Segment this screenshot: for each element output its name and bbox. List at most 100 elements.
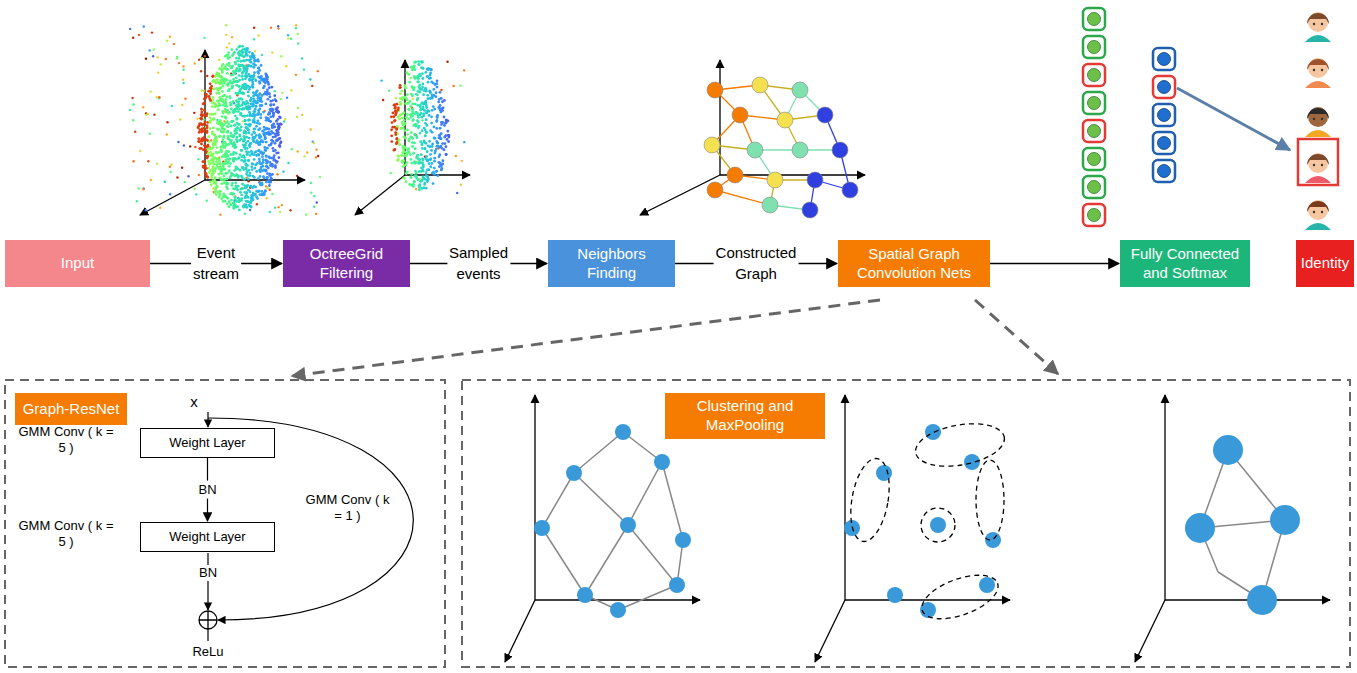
event-dot — [414, 147, 417, 150]
event-dot — [423, 183, 426, 186]
event-dot — [233, 169, 236, 172]
event-dot — [249, 105, 252, 108]
event-dot — [435, 120, 438, 123]
event-dot — [436, 79, 439, 82]
event-dot — [242, 107, 245, 110]
event-dot — [204, 165, 207, 168]
event-dot — [246, 84, 249, 87]
event-dot — [435, 145, 438, 148]
event-dot — [403, 154, 406, 157]
event-dot — [249, 202, 252, 205]
event-dot — [415, 161, 418, 164]
event-dot — [440, 121, 443, 124]
event-dot — [416, 97, 419, 100]
event-dot — [455, 155, 457, 157]
event-dot — [258, 137, 261, 140]
event-dot — [206, 75, 208, 77]
event-dot — [279, 211, 281, 213]
event-dot — [211, 132, 214, 135]
event-dot — [235, 185, 238, 188]
event-dot — [425, 131, 428, 134]
event-dot — [442, 159, 445, 162]
event-dot — [393, 120, 396, 123]
event-dot — [396, 125, 399, 128]
event-dot — [222, 196, 225, 199]
event-dot — [263, 132, 266, 135]
event-dot — [420, 60, 423, 63]
event-dot — [417, 121, 420, 124]
event-dot — [241, 45, 244, 48]
event-dot — [210, 113, 213, 116]
event-dot — [420, 116, 423, 119]
event-dot — [254, 193, 257, 196]
event-dot — [226, 54, 229, 57]
event-dot — [412, 185, 415, 188]
event-dot — [197, 137, 200, 140]
event-dot — [241, 51, 244, 54]
event-dot — [253, 100, 256, 103]
event-dot — [217, 128, 220, 131]
event-dot — [421, 67, 424, 70]
event-dot — [424, 178, 427, 181]
event-dot — [430, 115, 433, 118]
event-dot — [241, 54, 244, 57]
event-dot — [435, 127, 438, 130]
event-dot — [262, 161, 265, 164]
event-dot — [250, 61, 252, 63]
event-dot — [400, 103, 403, 106]
event-dot — [301, 114, 303, 116]
event-dot — [253, 27, 255, 29]
event-dot — [252, 95, 255, 98]
event-dot — [420, 102, 423, 105]
event-dot — [219, 213, 221, 215]
event-dot — [173, 43, 175, 45]
event-dot — [282, 170, 284, 172]
event-dot — [415, 188, 417, 190]
event-dot — [445, 145, 448, 148]
event-dot — [262, 132, 265, 135]
event-dot — [397, 155, 400, 158]
event-dot — [313, 206, 315, 208]
event-dot — [421, 61, 424, 64]
event-dot — [399, 86, 402, 89]
event-dot — [251, 162, 254, 165]
event-dot — [439, 110, 442, 113]
event-dot — [418, 85, 421, 88]
event-dot — [296, 175, 298, 177]
event-dot — [424, 134, 426, 136]
event-dot — [229, 104, 232, 107]
event-dot — [227, 122, 230, 125]
event-dot — [240, 149, 243, 152]
axis — [355, 175, 405, 215]
event-dot — [252, 198, 255, 201]
event-dot — [255, 125, 258, 128]
event-dot — [237, 176, 240, 179]
event-dot — [225, 105, 228, 108]
event-dot — [274, 149, 277, 152]
event-dot — [245, 168, 248, 171]
event-dot — [240, 188, 243, 191]
axis — [140, 180, 205, 215]
event-dot — [274, 135, 277, 138]
event-dot — [391, 121, 394, 124]
event-dot — [225, 161, 228, 164]
event-dot — [251, 54, 254, 57]
event-dot — [253, 71, 256, 74]
event-dot — [244, 119, 247, 122]
event-dot — [138, 34, 140, 36]
event-dot — [232, 120, 235, 123]
event-dot — [245, 47, 248, 50]
event-dot — [433, 126, 436, 129]
event-dot — [259, 175, 262, 178]
event-dot — [230, 48, 233, 51]
event-dot — [268, 156, 271, 159]
event-dot — [247, 151, 250, 154]
event-dot — [245, 136, 248, 139]
event-dot — [441, 100, 444, 103]
event-dot — [253, 167, 256, 170]
event-dot — [440, 97, 443, 100]
event-dot — [216, 185, 219, 188]
event-dot — [235, 129, 238, 132]
event-dot — [410, 176, 413, 179]
event-dot — [425, 124, 428, 127]
